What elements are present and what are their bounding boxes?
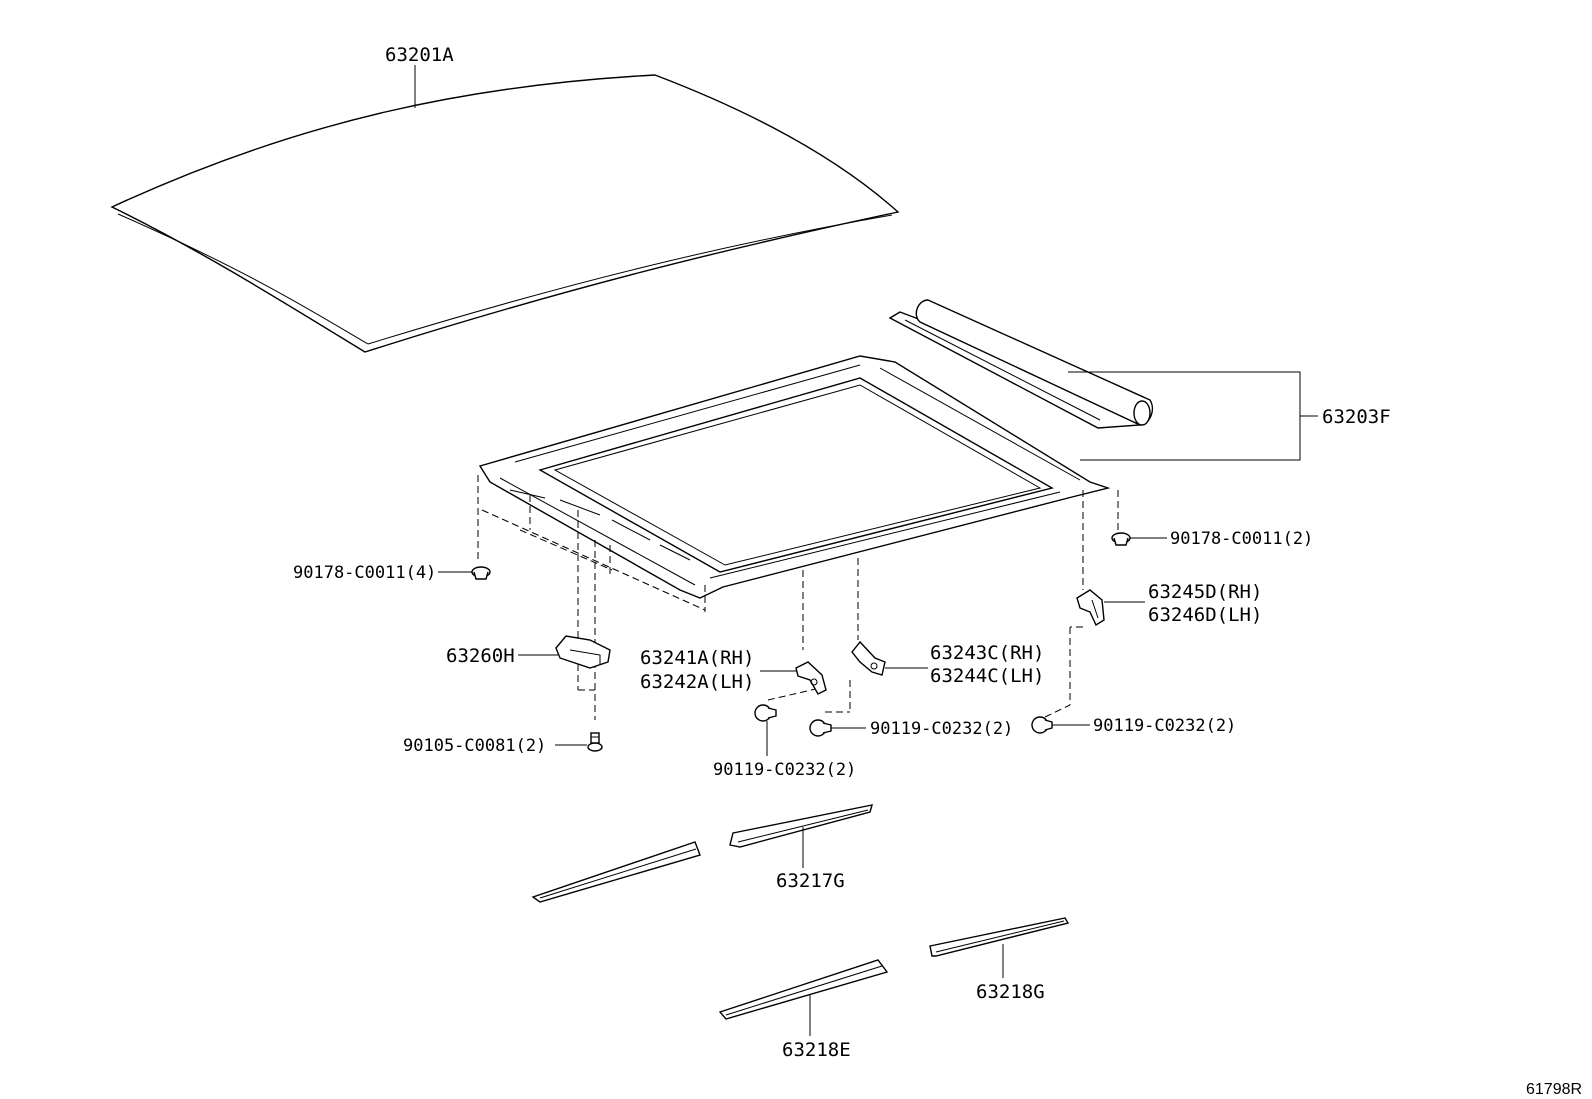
label-bolt-lower: 90119-C0232(2)	[713, 760, 856, 780]
molding-lower	[718, 959, 889, 1020]
label-bracket-lh-1: 63246D(LH)	[1148, 604, 1262, 626]
label-molding-lower: 63218E	[782, 1039, 851, 1061]
bracket-rear	[1076, 589, 1105, 627]
label-clip-left: 90178-C0011(4)	[293, 563, 436, 583]
label-molding-upper: 63217G	[776, 870, 845, 892]
label-bracket-lh-2: 63244C(LH)	[930, 665, 1044, 687]
clip-left	[471, 566, 491, 580]
roof-panel	[110, 74, 900, 353]
label-bracket-center: 63260H	[446, 645, 515, 667]
bolt-lower	[754, 704, 777, 722]
label-clip-right: 90178-C0011(2)	[1170, 529, 1313, 549]
label-bracket-lh-3: 63242A(LH)	[640, 671, 754, 693]
bolt-middle	[809, 719, 832, 737]
bolt-left	[587, 732, 603, 752]
sunroof-frame	[478, 355, 1111, 599]
clip-right	[1111, 532, 1131, 546]
label-bolt-middle: 90119-C0232(2)	[870, 719, 1013, 739]
label-bracket-rh-2: 63243C(RH)	[930, 642, 1044, 664]
rail-tube	[888, 299, 1154, 429]
label-bolt-left: 90105-C0081(2)	[403, 736, 546, 756]
label-rail-assembly: 63203F	[1322, 406, 1391, 428]
label-molding-right: 63218G	[976, 981, 1045, 1003]
label-bracket-rh-3: 63241A(RH)	[640, 647, 754, 669]
molding-upper-right	[729, 804, 873, 848]
bracket-middle	[851, 640, 886, 676]
bolt-right	[1031, 716, 1053, 734]
label-bracket-rh-1: 63245D(RH)	[1148, 581, 1262, 603]
label-roof-panel: 63201A	[385, 44, 454, 66]
molding-upper-left	[531, 841, 701, 903]
reference-code: 61798R	[1526, 1081, 1582, 1098]
label-bolt-right: 90119-C0232(2)	[1093, 716, 1236, 736]
molding-right	[929, 917, 1070, 957]
assembly-lines	[477, 475, 1119, 720]
bracket-front	[795, 661, 827, 695]
bracket-center	[555, 635, 611, 669]
